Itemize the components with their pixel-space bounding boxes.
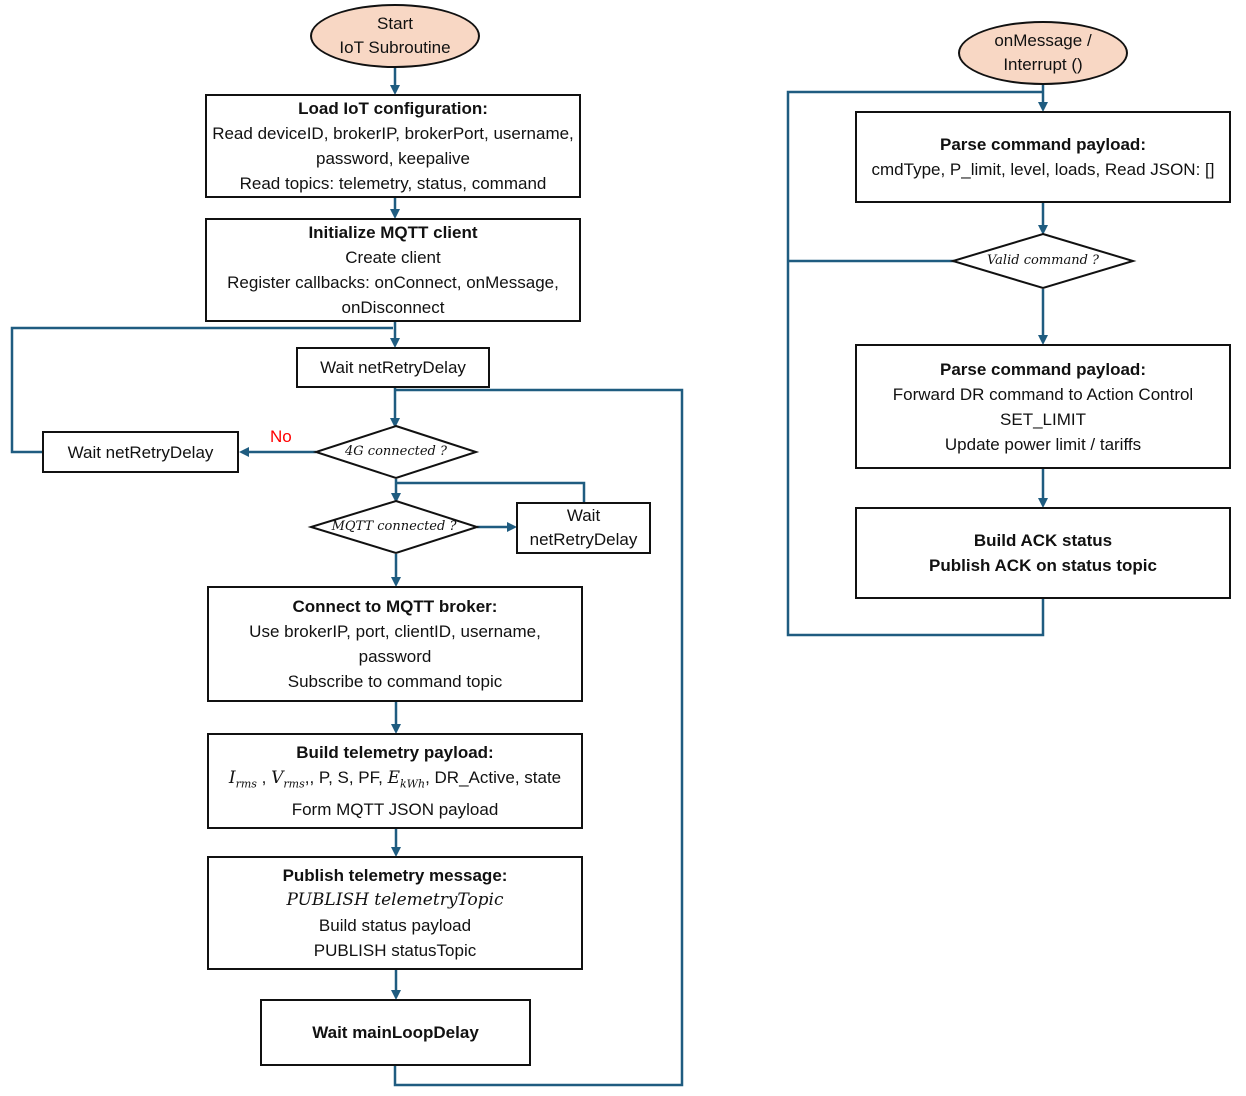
decision-valid-label: Valid command ? xyxy=(986,253,1100,268)
build-telemetry-line-1: Irms , Vrms,, P, S, PF, EkWh, DR_Active,… xyxy=(228,768,562,791)
connect-broker-line-3: Subscribe to command topic xyxy=(287,672,503,691)
onmessage-line1: onMessage / xyxy=(994,31,1092,50)
publish-telemetry-line-2: PUBLISH statusTopic xyxy=(313,941,477,960)
start-terminal: Start IoT Subroutine xyxy=(310,4,480,68)
parse-command-1-line-1: cmdType, P_limit, level, loads, Read JSO… xyxy=(871,160,1215,179)
decision-mqtt-connected xyxy=(307,499,481,555)
publish-telemetry-box: Publish telemetry message: PUBLISH telem… xyxy=(207,856,583,970)
no-edge-label: No xyxy=(270,427,292,446)
load-config-line-1: Read deviceID, brokerIP, brokerPort, use… xyxy=(212,124,574,143)
connect-broker-line-1: Use brokerIP, port, clientID, username, xyxy=(249,622,541,641)
load-config-line-3: Read topics: telemetry, status, command xyxy=(239,174,547,193)
publish-telemetry-title: Publish telemetry message: xyxy=(282,866,508,885)
decision-mqtt-label: MQTT connected ? xyxy=(331,519,457,534)
wait-right-line2: netRetryDelay xyxy=(529,530,638,549)
loop-right-back xyxy=(786,90,1045,637)
load-config-line-2: password, keepalive xyxy=(315,149,471,168)
loop-wait-right-back xyxy=(396,481,586,502)
vrms-symbol: Vrms xyxy=(271,768,305,791)
connect-broker-title: Connect to MQTT broker: xyxy=(292,597,498,616)
init-mqtt-line-3: onDisconnect xyxy=(341,298,445,317)
onmessage-terminal: onMessage / Interrupt () xyxy=(958,21,1128,85)
parse-command-1-title: Parse command payload: xyxy=(940,135,1146,154)
decision-4g-connected xyxy=(312,424,480,480)
wait-main-box: Wait mainLoopDelay xyxy=(260,999,531,1066)
init-mqtt-line-2: Register callbacks: onConnect, onMessage… xyxy=(227,273,559,292)
wait-left-box: Wait netRetryDelay xyxy=(42,431,239,473)
decision-valid-command xyxy=(949,232,1137,290)
onmessage-line2: Interrupt () xyxy=(1003,55,1083,74)
connect-broker-line-2: password xyxy=(358,647,432,666)
publish-telemetry-math-line: PUBLISH telemetryTopic xyxy=(286,890,504,910)
parse-command-2-line-3: Update power limit / tariffs xyxy=(944,434,1142,454)
ack-box: Build ACK status Publish ACK on status t… xyxy=(855,507,1231,599)
irms-symbol: Irms xyxy=(228,768,257,791)
parse-command-2-title: Parse command payload: xyxy=(940,359,1146,379)
init-mqtt-line-1: Create client xyxy=(345,248,441,267)
publish-telemetry-line-1: Build status payload xyxy=(318,916,472,935)
load-config-box: Load IoT configuration: Read deviceID, b… xyxy=(205,94,581,198)
start-line2: IoT Subroutine xyxy=(339,38,451,57)
parse-command-box-1: Parse command payload: cmdType, P_limit,… xyxy=(855,111,1231,203)
parse-command-2-line-2: SET_LIMIT xyxy=(1000,409,1086,429)
init-mqtt-box: Initialize MQTT client Create client Reg… xyxy=(205,218,581,322)
init-mqtt-title: Initialize MQTT client xyxy=(308,223,478,242)
wait-top-label: Wait netRetryDelay xyxy=(320,358,466,377)
decision-4g-label: 4G connected ? xyxy=(345,444,447,459)
ack-line2: Publish ACK on status topic xyxy=(929,556,1157,575)
wait-top-box: Wait netRetryDelay xyxy=(296,347,490,388)
wait-right-line1: Wait xyxy=(566,506,601,525)
wait-right-box: Wait netRetryDelay xyxy=(516,502,651,554)
loop-wait-left-to-wait-top xyxy=(10,326,393,454)
parse-command-box-2: Parse command payload: Forward DR comman… xyxy=(855,344,1231,469)
build-telemetry-box: Build telemetry payload: Irms , Vrms,, P… xyxy=(207,733,583,829)
start-line1: Start xyxy=(377,14,413,33)
connect-broker-box: Connect to MQTT broker: Use brokerIP, po… xyxy=(207,586,583,702)
load-config-title: Load IoT configuration: xyxy=(298,99,488,118)
parse-command-2-line-1: Forward DR command to Action Control xyxy=(892,384,1194,404)
build-telemetry-line-2: Form MQTT JSON payload xyxy=(291,799,499,819)
ekwh-symbol: EkWh xyxy=(387,768,426,791)
ack-line1: Build ACK status xyxy=(973,531,1113,550)
loop-main-back xyxy=(393,388,684,1087)
wait-left-label: Wait netRetryDelay xyxy=(67,442,214,462)
build-telemetry-title: Build telemetry payload: xyxy=(296,743,494,763)
wait-main-label: Wait mainLoopDelay xyxy=(312,1023,479,1042)
